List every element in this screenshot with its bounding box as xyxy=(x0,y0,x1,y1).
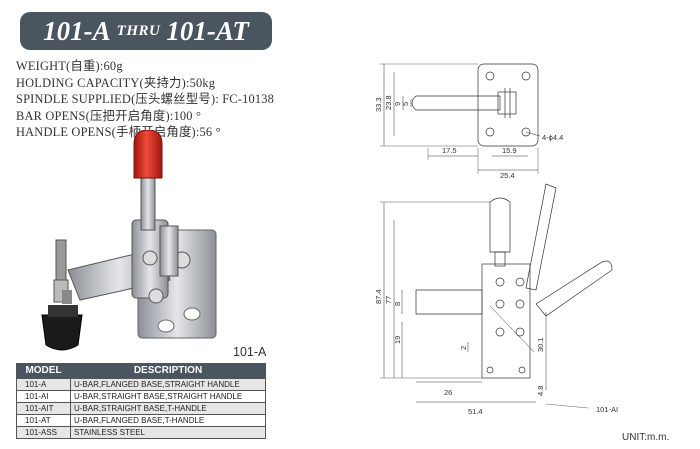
dim-side-h4: 19 xyxy=(393,336,402,344)
dim-side-w1: 26 xyxy=(444,388,452,397)
spec-holding-capacity: HOLDING CAPACITY(夹持力):50kg xyxy=(16,75,216,90)
table-row: 101-A U-BAR,FLANGED BASE,STRAIGHT HANDLE xyxy=(16,378,266,391)
cell-model: 101-AIT xyxy=(16,402,71,415)
model-table: MODEL DESCRIPTION 101-A U-BAR,FLANGED BA… xyxy=(16,363,266,439)
unit-label: UNIT:m.m. xyxy=(622,432,670,443)
cell-description: U-BAR,STRAIGHT BASE,T-HANDLE xyxy=(70,402,266,415)
spec-handle-opens: HANDLE OPENS(手柄开启角度):56 ° xyxy=(16,125,221,140)
top-view: 33.3 23.8 9 5 17.5 15.9 25.4 4-ϕ4.4 xyxy=(374,63,563,180)
technical-drawing: 33.3 23.8 9 5 17.5 15.9 25.4 4-ϕ4.4 87.4 xyxy=(374,63,618,416)
dim-side-h6: 30.1 xyxy=(536,337,545,352)
table-row: 101-ASS STAINLESS STEEL xyxy=(16,426,266,439)
dim-top-w2: 15.9 xyxy=(502,146,517,155)
dim-side-h5: 2 xyxy=(459,346,468,350)
dim-top-w3: 25.4 xyxy=(500,171,515,180)
spec-weight: WEIGHT(自重):60g xyxy=(16,59,123,73)
dim-side-h3: 8 xyxy=(393,302,402,306)
spec-bar-opens: BAR OPENS(压把开启角度):100 ° xyxy=(16,108,202,123)
dim-top-h1: 33.3 xyxy=(374,97,383,112)
clamp-photo xyxy=(41,130,217,351)
spec-list: WEIGHT(自重):60g HOLDING CAPACITY(夹持力):50k… xyxy=(16,58,274,141)
cell-description: STAINLESS STEEL xyxy=(70,426,266,439)
title-banner: 101-A THRU 101-AT xyxy=(20,12,272,50)
dim-top-holes: 4-ϕ4.4 xyxy=(542,133,563,142)
title-model-to: 101-AT xyxy=(166,15,249,46)
cell-description: U-BAR,FLANGED BASE,T-HANDLE xyxy=(70,414,266,427)
cell-description: U-BAR,STRAIGHT BASE,STRAIGHT HANDLE xyxy=(70,390,266,403)
header-description: DESCRIPTION xyxy=(70,363,266,379)
dim-top-h4: 5 xyxy=(401,102,410,106)
header-model: MODEL xyxy=(16,363,71,379)
table-row: 101-AT U-BAR,FLANGED BASE,T-HANDLE xyxy=(16,414,266,427)
dim-side-h7: 4.8 xyxy=(536,386,545,396)
dim-top-h2: 23.8 xyxy=(384,95,393,110)
cell-model: 101-AT xyxy=(16,414,71,427)
cell-description: U-BAR,FLANGED BASE,STRAIGHT HANDLE xyxy=(70,378,266,391)
side-view: 87.4 77 8 19 2 30.1 4.8 26 51.4 101-AI xyxy=(374,183,618,416)
cell-model: 101-A xyxy=(16,378,71,391)
cell-model: 101-ASS xyxy=(16,426,71,439)
dim-side-h1: 87.4 xyxy=(374,289,383,304)
dim-top-w1: 17.5 xyxy=(442,146,457,155)
cell-model: 101-AI xyxy=(16,390,71,403)
photo-caption: 101-A xyxy=(233,345,267,359)
dim-side-w2: 51.4 xyxy=(468,407,483,416)
table-row: 101-AIT U-BAR,STRAIGHT BASE,T-HANDLE xyxy=(16,402,266,415)
dim-side-h2: 77 xyxy=(384,296,393,304)
title-model-from: 101-A xyxy=(43,15,111,46)
dim-side-callout: 101-AI xyxy=(596,405,618,414)
title-thru: THRU xyxy=(116,22,161,39)
table-row: 101-AI U-BAR,STRAIGHT BASE,STRAIGHT HAND… xyxy=(16,390,266,403)
spec-spindle: SPINDLE SUPPLIED(压头螺丝型号): FC-10138 xyxy=(16,92,275,107)
table-header-row: MODEL DESCRIPTION xyxy=(16,363,266,379)
dim-top-h3: 9 xyxy=(393,102,402,106)
